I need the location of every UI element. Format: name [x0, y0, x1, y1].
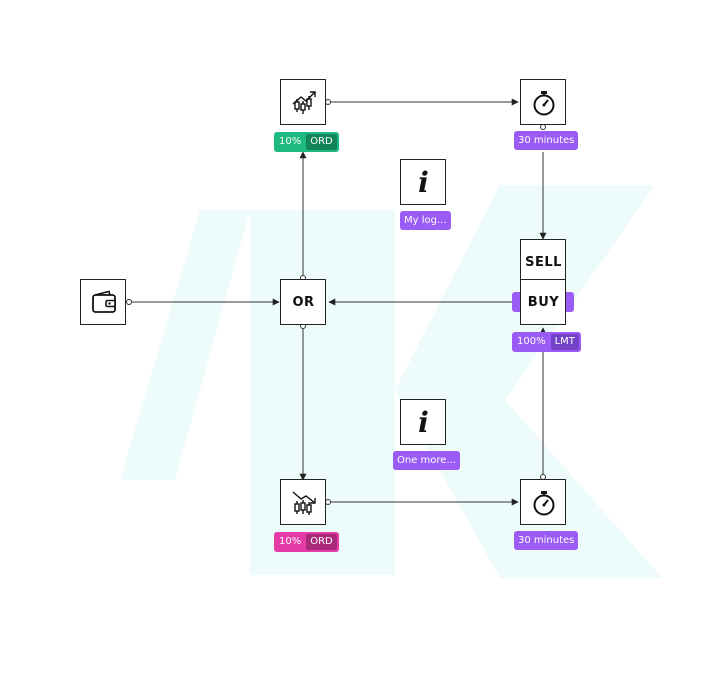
badge-percent: 100%	[517, 336, 546, 347]
wallet-node[interactable]	[80, 279, 126, 325]
sell-node[interactable]: SELL	[520, 239, 566, 285]
info-top-tag: My log...	[400, 211, 451, 230]
timer-top-tag: 30 minutes	[514, 131, 579, 150]
wallet-icon	[91, 290, 116, 313]
sell-chart-badge: 10% ORD	[274, 532, 339, 552]
info-bottom-node[interactable]: i	[400, 399, 446, 445]
or-node[interactable]: OR	[280, 279, 326, 325]
info-top-node[interactable]: i	[400, 159, 446, 205]
buy-chart-badge: 10% ORD	[274, 132, 339, 152]
sell-label: SELL	[525, 255, 562, 270]
badge-type: ORD	[306, 134, 337, 150]
badge-percent: 10%	[279, 136, 302, 147]
timer-bottom-tag: 30 minutes	[514, 531, 579, 550]
info-bottom-tag: One more...	[393, 451, 460, 470]
chart-down-icon	[292, 490, 316, 515]
badge-type: ORD	[306, 534, 337, 550]
chart-up-icon	[292, 90, 316, 114]
buy-badge: 100% LMT	[512, 332, 581, 352]
info-icon: i	[418, 166, 429, 199]
stopwatch-icon	[533, 90, 554, 115]
buy-label: BUY	[527, 295, 560, 310]
chart-up-node[interactable]	[280, 79, 326, 125]
timer-bottom-node[interactable]	[520, 479, 566, 525]
chart-down-node[interactable]	[280, 479, 326, 525]
stopwatch-icon	[533, 490, 554, 515]
badge-percent: 10%	[279, 536, 302, 547]
info-icon: i	[418, 406, 429, 439]
timer-top-node[interactable]	[520, 79, 566, 125]
badge-type: LMT	[550, 334, 579, 350]
or-label: OR	[292, 295, 315, 310]
buy-node[interactable]: BUY	[520, 279, 566, 325]
